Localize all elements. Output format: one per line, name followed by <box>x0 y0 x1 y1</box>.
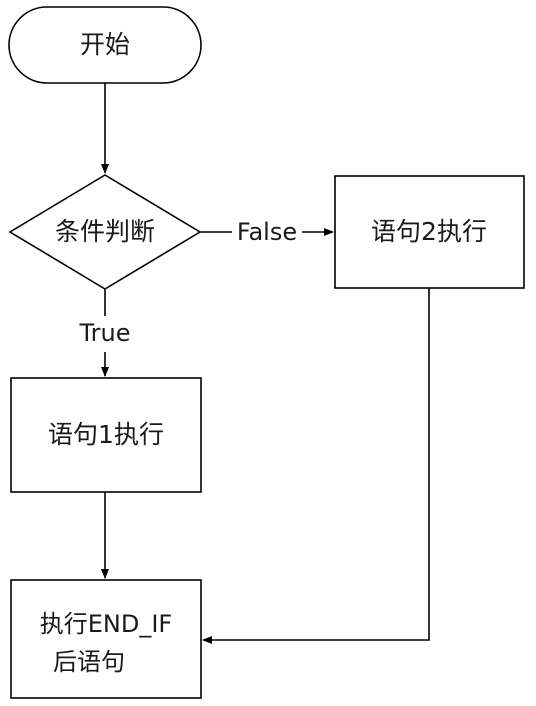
true-label: True <box>79 319 131 347</box>
statement1-box <box>10 377 202 493</box>
arrow-statement2-to-endif <box>202 288 430 644</box>
decision-label: 条件判断 <box>55 217 155 246</box>
endif-box <box>10 579 202 699</box>
endif-label-line2: 后语句 <box>53 648 125 676</box>
endif-label-line1: 执行END_IF <box>40 610 172 638</box>
start-label: 开始 <box>80 30 130 59</box>
statement2-box <box>334 175 525 289</box>
statement2-label: 语句2执行 <box>371 217 487 246</box>
false-label: False <box>237 218 297 246</box>
statement1-label: 语句1执行 <box>48 420 164 449</box>
